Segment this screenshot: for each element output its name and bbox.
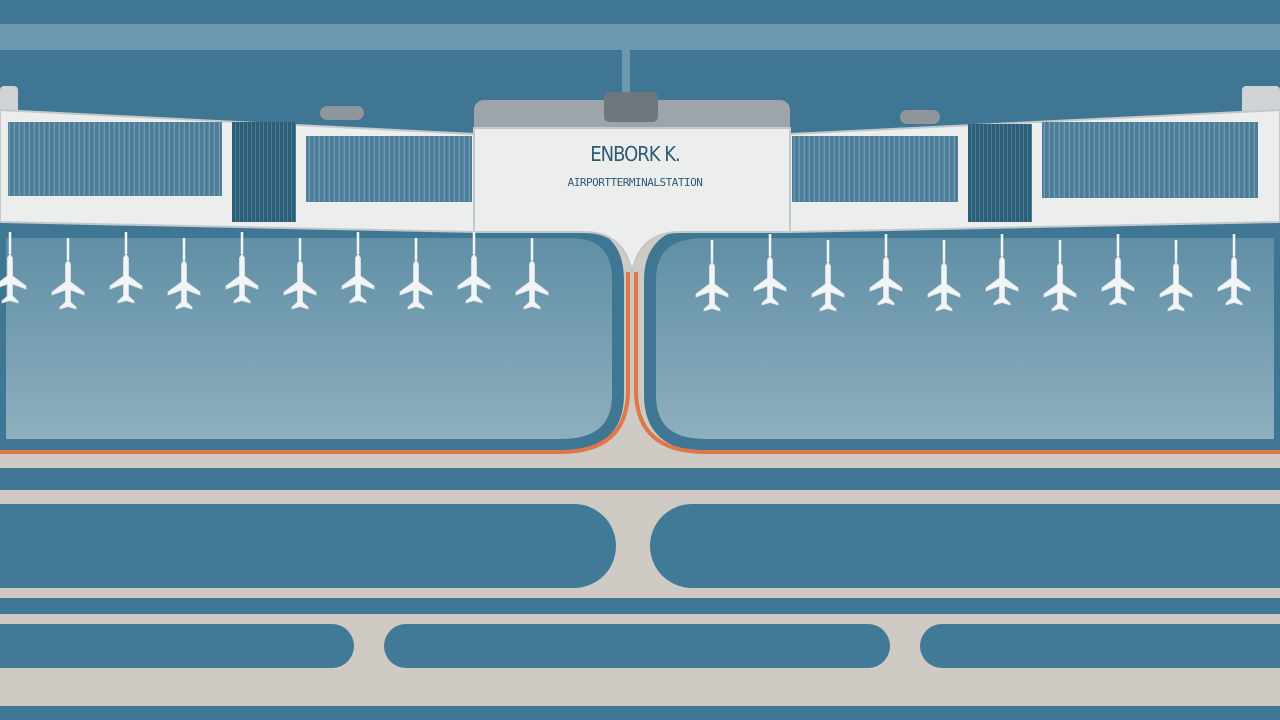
right-apron (644, 226, 1280, 451)
airplane-icon (515, 238, 549, 310)
lower-runway-3 (920, 624, 1280, 668)
airplane-icon (457, 232, 491, 304)
airplane-icon (341, 232, 375, 304)
airplane-icon (753, 234, 787, 306)
taxiway-stripe-left (0, 272, 630, 454)
left-roof-vent (320, 106, 364, 120)
separator-band (0, 598, 1280, 614)
left-window-c (306, 136, 472, 202)
lower-runway-2 (384, 624, 890, 668)
airplane-icon (927, 240, 961, 312)
airplane-icon (1101, 234, 1135, 306)
left-window-b (232, 122, 296, 222)
airplane-icon (0, 232, 27, 304)
airplane-icon (985, 234, 1019, 306)
airplane-icon (399, 238, 433, 310)
right-window-a (792, 136, 958, 202)
runway-right (650, 504, 1280, 588)
airplane-icon (811, 240, 845, 312)
airplane-icon (51, 238, 85, 310)
airplane-icon (1159, 240, 1193, 312)
terminal-sign-subtitle: AIRPORTTERMINALSTATION (567, 176, 703, 189)
airplane-icon (1043, 240, 1077, 312)
airplane-icon (1217, 234, 1251, 306)
airplane-icon (225, 232, 259, 304)
top-band (0, 24, 1280, 50)
left-end-cap (0, 86, 18, 114)
left-apron (0, 226, 624, 451)
bottom-strip (0, 706, 1280, 720)
mast (622, 50, 630, 92)
lower-runway-1 (0, 624, 354, 668)
airplane-icon (283, 238, 317, 310)
airplane-icon (167, 238, 201, 310)
roof-cap (604, 92, 658, 122)
right-window-b (968, 124, 1032, 222)
airplane-icon (869, 234, 903, 306)
left-aircraft-row (0, 232, 549, 310)
taxiway-left (0, 468, 626, 484)
right-end-cap (1242, 86, 1280, 114)
central-hall (473, 127, 791, 273)
terminal-sign-title: ENBORK K. (590, 142, 681, 166)
airplane-icon (109, 232, 143, 304)
runway-left (0, 504, 616, 588)
terminal-building (0, 86, 1280, 273)
right-window-c (1042, 122, 1258, 198)
left-window-a (8, 122, 222, 196)
taxiway-stripe-right (634, 272, 1280, 454)
taxiway-right (636, 468, 1280, 484)
right-aircraft-row (695, 234, 1251, 312)
right-roof-vent (900, 110, 940, 124)
airplane-icon (695, 240, 729, 312)
